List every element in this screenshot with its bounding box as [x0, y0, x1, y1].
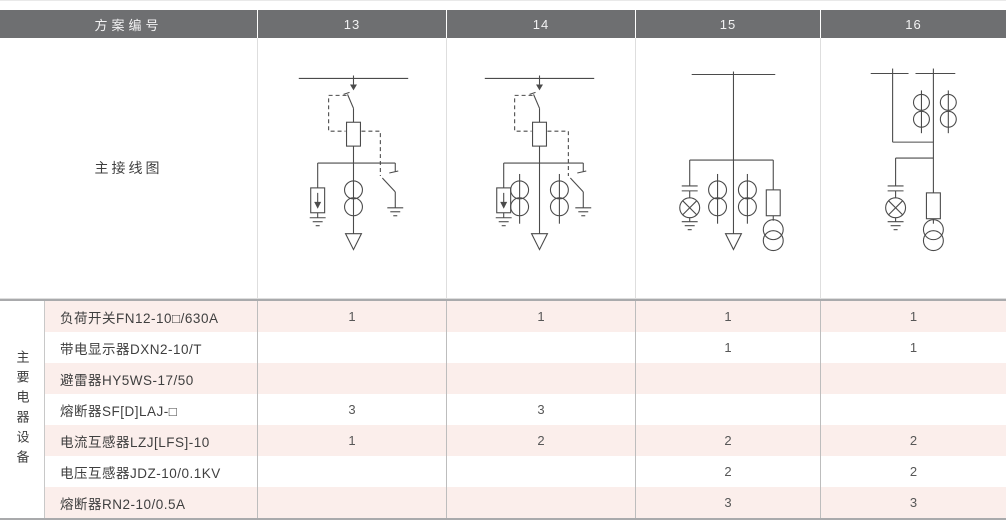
equipment-name: 电压互感器JDZ-10/0.1KV — [60, 465, 221, 481]
busbar-symbol — [915, 68, 956, 75]
current-transformer-symbol — [737, 173, 757, 224]
equipment-section: 主要电器设备 负荷开关FN12-10□/630A 1 1 1 1 带电显示器DX… — [0, 299, 1006, 520]
voltage-transformer-symbol — [922, 218, 944, 252]
voltage-transformer-symbol — [762, 215, 784, 252]
table-header-row: 方案编号 13 14 15 16 — [0, 10, 1006, 38]
quantity-cell: 2 — [635, 456, 820, 487]
diagram-cell-scheme-14 — [446, 38, 635, 298]
busbar-symbol — [870, 68, 909, 75]
single-line-diagram-scheme-15 — [679, 71, 784, 252]
equipment-name: 电流互感器LZJ[LFS]-10 — [45, 425, 257, 456]
fuse-symbol — [345, 108, 362, 147]
diagram-cell-scheme-13 — [257, 38, 446, 298]
header-scheme-number-label: 方案编号 — [94, 17, 163, 33]
current-transformer-symbol — [510, 173, 530, 224]
quantity-cell — [635, 394, 820, 425]
quantity-cell — [446, 487, 635, 518]
quantity-cell: 3 — [446, 394, 635, 425]
current-transformer-symbol — [549, 173, 569, 224]
equipment-group-label: 主要电器设备 — [0, 301, 45, 518]
fuse-symbol — [925, 192, 941, 220]
current-transformer-symbol — [912, 90, 930, 134]
quantity-cell — [446, 456, 635, 487]
quantity-cell: 3 — [257, 394, 446, 425]
equipment-name: 负荷开关FN12-10□/630A — [45, 301, 257, 332]
live-display-indicator-symbol — [885, 158, 907, 231]
quantity-cell: 1 — [257, 301, 446, 332]
single-line-diagram-scheme-14 — [484, 75, 595, 251]
single-line-diagram-scheme-16 — [870, 68, 957, 252]
quantity-cell: 2 — [446, 425, 635, 456]
quantity-cell — [446, 363, 635, 394]
diagram-row-label: 主接线图 — [94, 160, 163, 176]
quantity-cell: 2 — [635, 425, 820, 456]
equipment-name: 熔断器SF[D]LAJ-□ — [60, 403, 178, 419]
outgoing-feeder-arrow — [344, 233, 363, 251]
outgoing-feeder-arrow — [724, 233, 743, 251]
quantity-cell — [257, 487, 446, 518]
equipment-name: 熔断器RN2-10/0.5A — [45, 487, 257, 518]
busbar-symbol — [298, 75, 409, 85]
busbar-symbol — [691, 71, 776, 76]
header-column-15: 15 — [635, 10, 820, 38]
quantity-cell: 3 — [635, 487, 820, 518]
load-switch-symbol — [529, 84, 543, 109]
single-line-diagram-scheme-13 — [298, 75, 409, 251]
header-column-14: 14 — [446, 10, 635, 38]
busbar-symbol — [484, 75, 595, 85]
quantity-cell — [446, 332, 635, 363]
earthing-switch-symbol — [569, 163, 592, 217]
header-column-13: 13 — [257, 10, 446, 38]
fuse-symbol — [531, 108, 548, 147]
quantity-cell: 1 — [635, 301, 820, 332]
quantity-cell: 1 — [446, 301, 635, 332]
quantity-cell: 1 — [635, 332, 820, 363]
fuse-symbol — [765, 160, 781, 217]
diagram-cell-scheme-15 — [635, 38, 820, 298]
quantity-cell — [635, 363, 820, 394]
outgoing-feeder-arrow — [530, 233, 549, 251]
current-transformer-symbol — [939, 90, 957, 134]
quantity-cell: 2 — [820, 456, 1006, 487]
quantity-cell — [257, 363, 446, 394]
current-transformer-symbol — [708, 173, 728, 224]
current-transformer-symbol — [343, 180, 363, 217]
quantity-cell: 3 — [820, 487, 1006, 518]
surge-arrester-symbol — [495, 163, 512, 227]
quantity-cell — [820, 394, 1006, 425]
interlock-link-symbol — [514, 94, 569, 176]
surge-arrester-symbol — [309, 163, 326, 227]
quantity-cell: 1 — [820, 332, 1006, 363]
quantity-cell — [257, 456, 446, 487]
bus-tie-link — [892, 73, 934, 193]
load-switch-symbol — [343, 84, 357, 109]
header-column-16: 16 — [820, 10, 1006, 38]
equipment-name: 带电显示器DXN2-10/T — [60, 341, 203, 357]
quantity-cell: 2 — [820, 425, 1006, 456]
interlock-link-symbol — [328, 94, 381, 176]
earthing-switch-symbol — [381, 163, 404, 217]
live-display-indicator-symbol — [679, 160, 701, 231]
diagram-cell-scheme-16 — [820, 38, 1006, 298]
equipment-name: 避雷器HY5WS-17/50 — [45, 363, 257, 394]
quantity-cell — [257, 332, 446, 363]
quantity-cell: 1 — [820, 301, 1006, 332]
quantity-cell: 1 — [257, 425, 446, 456]
diagram-row: 主接线图 — [0, 38, 1006, 299]
quantity-cell — [820, 363, 1006, 394]
